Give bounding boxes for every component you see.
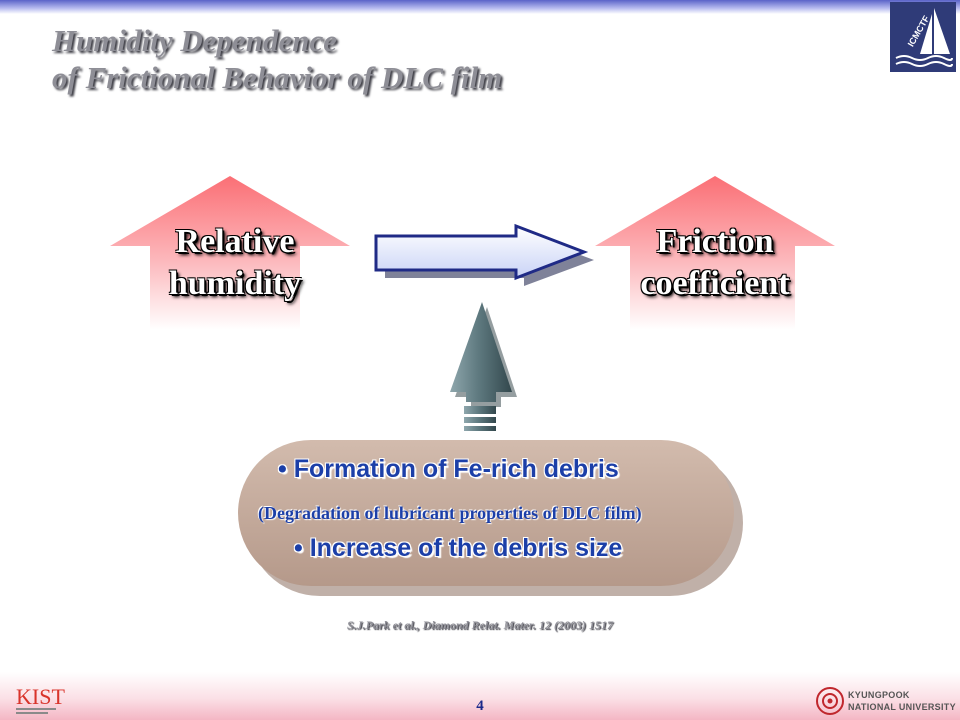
friction-label-line2: coefficient — [640, 265, 790, 302]
top-banner — [0, 0, 960, 14]
slide-title-line2: of Frictional Behavior of DLC film — [52, 60, 503, 95]
cause-box — [238, 440, 734, 586]
kist-logo: KIST — [16, 684, 65, 714]
cause-bullet-2-text: Increase of the debris size — [309, 534, 623, 562]
knu-name-line2: NATIONAL UNIVERSITY — [848, 702, 956, 712]
humidity-up-arrow — [110, 176, 350, 330]
cause-sub-1: (Degradation of lubricant properties of … — [258, 503, 642, 523]
humidity-label-line2: humidity — [168, 265, 302, 302]
cause-bullet-1-text: Formation of Fe-rich debris — [293, 455, 619, 483]
slide-title-line1: Humidity Dependence — [52, 23, 337, 58]
icmctf-logo: ICMCTF — [890, 2, 956, 72]
humidity-label: Relative humidity — [140, 221, 330, 305]
slide-title: Humidity Dependence of Frictional Behavi… — [52, 22, 502, 96]
cause-bullet-2: • Increase of the debris size — [294, 534, 622, 563]
humidity-label-line1: Relative — [175, 223, 295, 260]
cause-bullet-1: • Formation of Fe-rich debris — [278, 455, 619, 484]
citation: S.J.Park et al., Diamond Relat. Mater. 1… — [346, 618, 613, 632]
friction-label: Friction coefficient — [605, 221, 825, 305]
knu-logo — [816, 687, 844, 715]
friction-label-line1: Friction — [656, 223, 774, 260]
friction-up-arrow — [595, 176, 835, 330]
bottom-banner — [0, 672, 960, 720]
bullet-dot-icon: • — [278, 455, 294, 483]
bullet-dot-icon: • — [294, 534, 310, 562]
vertical-up-arrow — [450, 302, 517, 431]
kist-logo-text: KIST — [16, 684, 65, 709]
horizontal-arrow — [374, 223, 594, 286]
knu-name-line1: KYUNGPOOK — [848, 690, 910, 700]
page-number: 4 — [476, 698, 484, 714]
